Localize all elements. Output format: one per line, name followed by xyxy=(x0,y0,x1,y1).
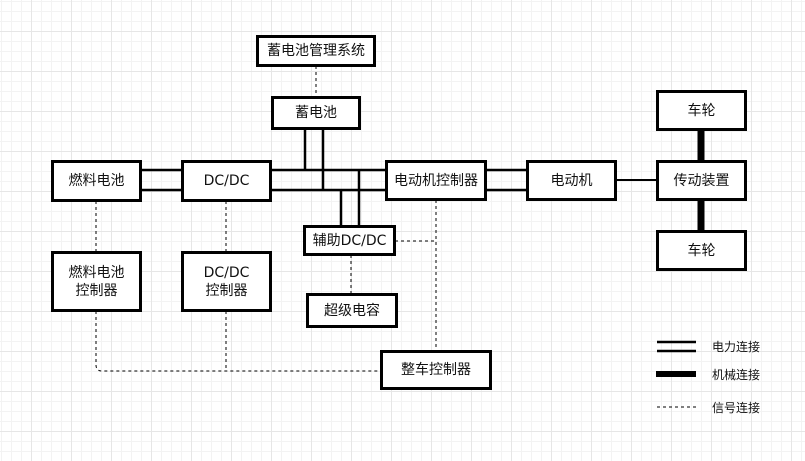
supercap-box[interactable]: 超级电容 xyxy=(306,293,398,328)
bms-box[interactable]: 蓄电池管理系统 xyxy=(256,35,376,67)
bms-label: 蓄电池管理系统 xyxy=(267,43,365,59)
motor-label: 电动机 xyxy=(550,172,593,189)
motor-controller-box[interactable]: 电动机控制器 xyxy=(385,160,487,201)
fuel-cell-label: 燃料电池 xyxy=(68,173,125,189)
motor-controller-label: 电动机控制器 xyxy=(394,172,478,189)
battery-label: 蓄电池 xyxy=(295,105,337,121)
battery-box[interactable]: 蓄电池 xyxy=(271,96,361,130)
vehicle-controller-label: 整车控制器 xyxy=(401,362,471,378)
fc-controller-box[interactable]: 燃料电池 控制器 xyxy=(51,251,142,312)
aux-dcdc-box[interactable]: 辅助DC/DC xyxy=(303,225,396,256)
legend-electric-label: 电力连接 xyxy=(712,340,761,354)
dcdc-controller-label-line2: 控制器 xyxy=(205,282,248,299)
fc-controller-label-line1: 燃料电池 xyxy=(68,264,125,281)
fc-controller-label-line2: 控制器 xyxy=(75,282,118,299)
dcdc-controller-label-line1: DC/DC xyxy=(203,264,250,281)
vehicle-controller-box[interactable]: 整车控制器 xyxy=(380,350,492,390)
wheel-top-box[interactable]: 车轮 xyxy=(656,90,747,131)
dcdc-label: DC/DC xyxy=(203,173,250,189)
motor-box[interactable]: 电动机 xyxy=(526,160,617,201)
supercap-label: 超级电容 xyxy=(324,302,380,319)
wheel-bottom-label: 车轮 xyxy=(687,242,716,259)
legend-mechanical-label: 机械连接 xyxy=(712,368,761,382)
legend-signal-label: 信号连接 xyxy=(712,401,761,415)
wheel-bottom-box[interactable]: 车轮 xyxy=(656,230,747,271)
transmission-box[interactable]: 传动装置 xyxy=(656,160,747,201)
signal-fcctrl-vehicle xyxy=(95,311,381,372)
fuel-cell-box[interactable]: 燃料电池 xyxy=(51,160,142,202)
dcdc-box[interactable]: DC/DC xyxy=(181,160,272,202)
aux-dcdc-label: 辅助DC/DC xyxy=(312,232,387,249)
wheel-top-label: 车轮 xyxy=(687,102,716,119)
transmission-label: 传动装置 xyxy=(673,172,730,189)
dcdc-controller-box[interactable]: DC/DC 控制器 xyxy=(181,251,272,312)
